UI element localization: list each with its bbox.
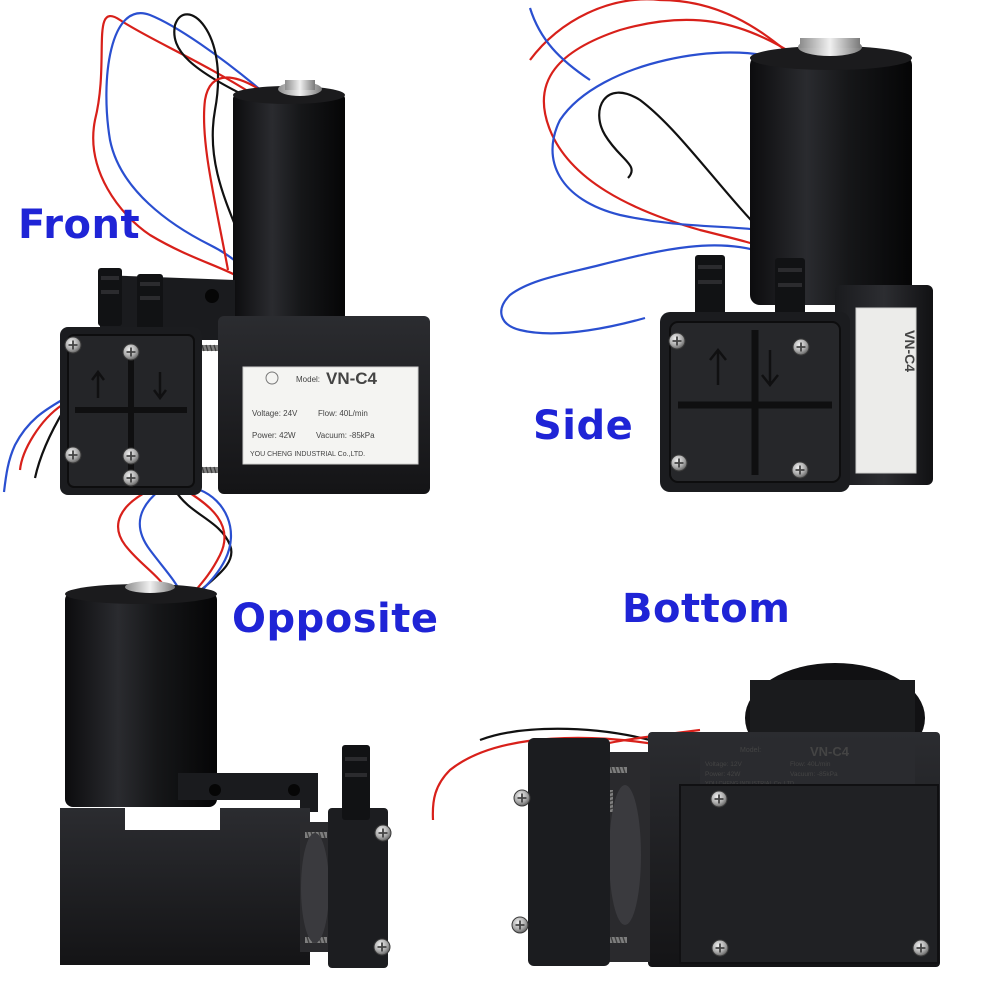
label-side: Side — [533, 403, 634, 449]
front-plate-model: VN-C4 — [326, 369, 378, 388]
front-plate-model-prefix: Model: — [296, 375, 320, 384]
label-front: Front — [18, 202, 141, 248]
side-nameplate: VN-C4 — [855, 307, 918, 474]
front-plate-power: Power: 42W — [252, 431, 296, 440]
side-view-wires — [500, 0, 796, 335]
side-plate-model: VN-C4 — [902, 330, 918, 372]
front-plate-vacuum: Vacuum: -85kPa — [316, 431, 375, 440]
front-view-wires — [2, 12, 276, 599]
bottom-view-pump: Model: VN-C4 Voltage: 12V Flow: 40L/min … — [431, 663, 940, 967]
front-plate-flow: Flow: 40L/min — [318, 409, 368, 418]
bottom-nameplate: Model: VN-C4 Voltage: 12V Flow: 40L/min … — [700, 738, 915, 787]
bottom-plate-flow: Flow: 40L/min — [790, 761, 831, 768]
front-plate-maker: YOU CHENG INDUSTRIAL Co.,LTD. — [250, 451, 365, 458]
label-bottom: Bottom — [622, 586, 791, 632]
bottom-plate-power: Power: 42W — [705, 771, 741, 778]
side-view-pump: VN-C4 — [500, 0, 933, 492]
front-nameplate: Model: VN-C4 Voltage: 24V Flow: 40L/min … — [242, 366, 419, 465]
bottom-plate-voltage: Voltage: 12V — [705, 761, 743, 768]
bottom-plate-vacuum: Vacuum: -85kPa — [790, 771, 838, 778]
opposite-view-pump — [60, 581, 392, 968]
front-view-pump: Model: VN-C4 Voltage: 24V Flow: 40L/min … — [2, 12, 430, 599]
bottom-plate-model: VN-C4 — [810, 744, 850, 759]
front-plate-voltage: Voltage: 24V — [252, 409, 298, 418]
bottom-plate-model-prefix: Model: — [740, 747, 761, 754]
front-view-nozzles — [98, 268, 163, 330]
label-opposite: Opposite — [232, 596, 439, 642]
